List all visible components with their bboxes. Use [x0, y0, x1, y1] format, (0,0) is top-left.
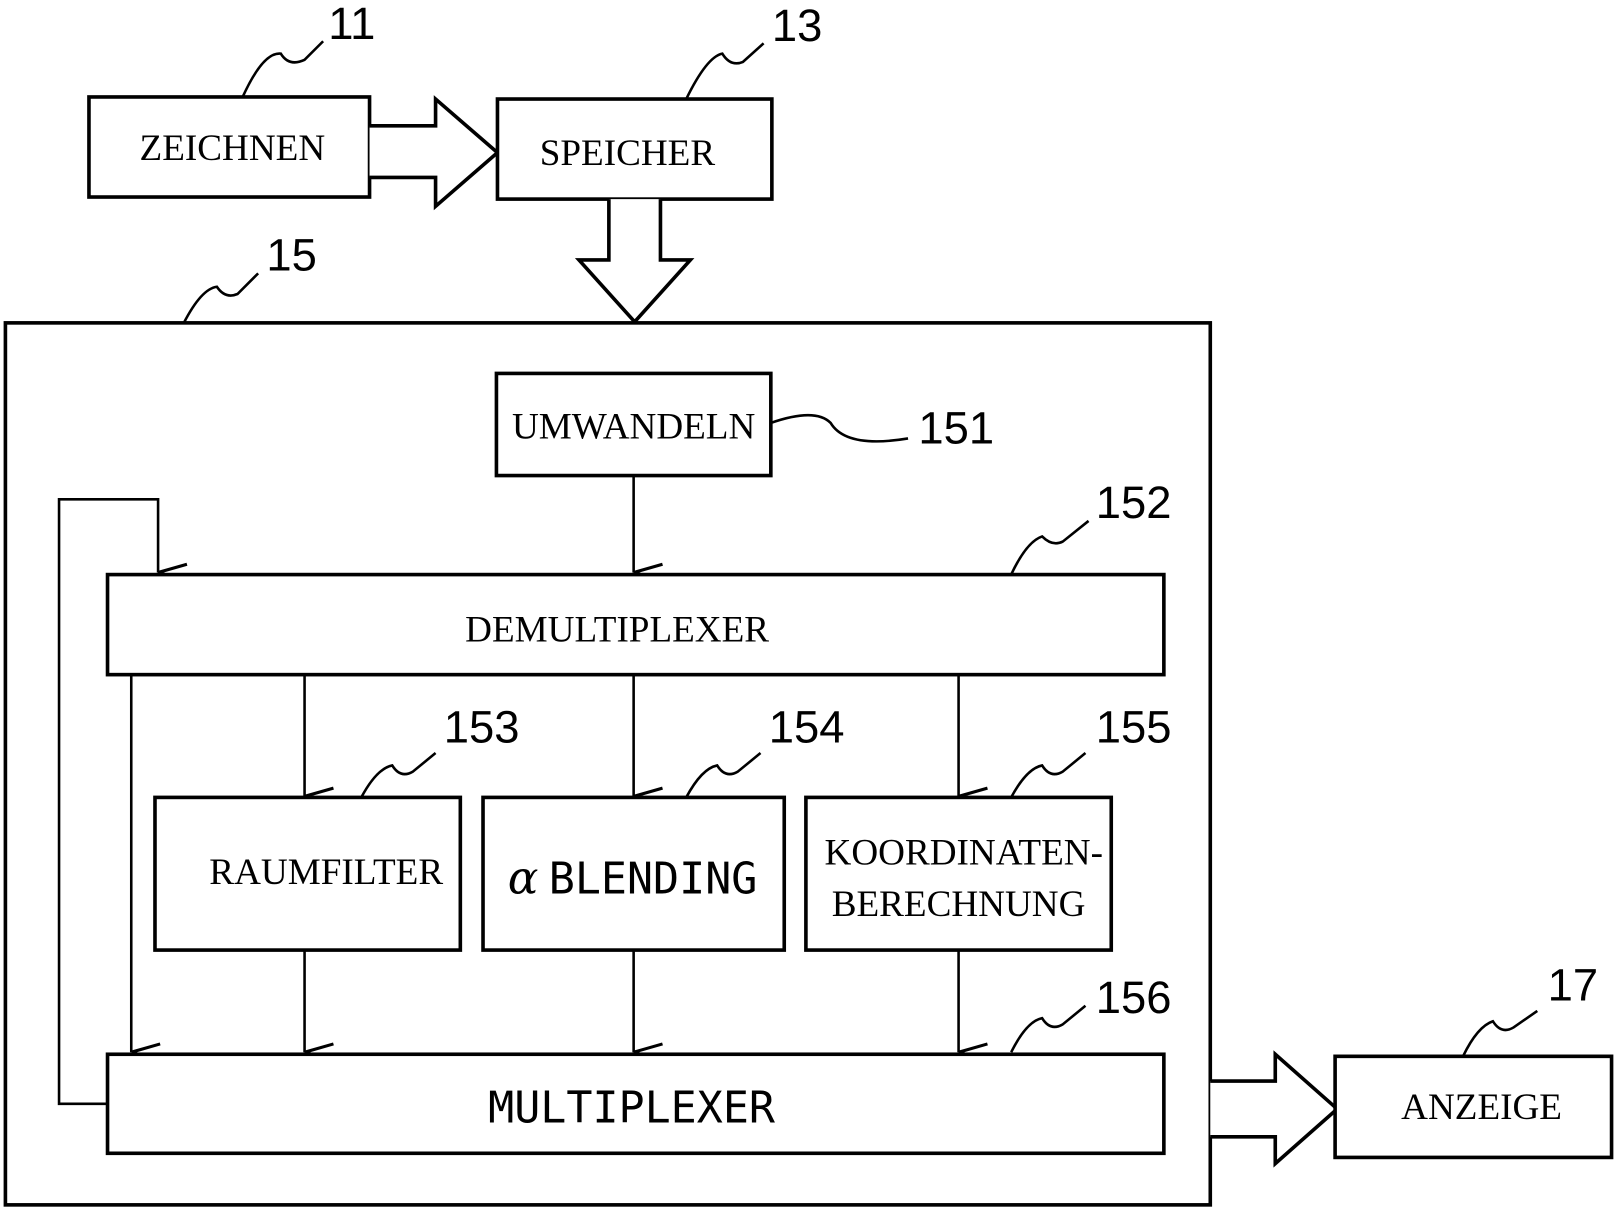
koordinaten-label-line1: KOORDINATEN- [825, 832, 1103, 873]
raumfilter-label: RAUMFILTER [209, 852, 443, 893]
anzeige-label: ANZEIGE [1401, 1087, 1562, 1128]
leader-line-15 [184, 273, 258, 323]
ref-label-13: 13 [772, 0, 822, 51]
ref-label-15: 15 [266, 229, 316, 280]
ref-label-156: 156 [1096, 972, 1172, 1023]
multiplexer-block: MULTIPLEXER [108, 1054, 1164, 1153]
demultiplexer-label: DEMULTIPLEXER [465, 610, 769, 651]
leader-line-11 [243, 41, 323, 97]
umwandeln-label: UMWANDELN [512, 406, 755, 447]
raumfilter-block: RAUMFILTER [155, 797, 460, 950]
anzeige-block: ANZEIGE [1335, 1056, 1611, 1157]
ref-label-17: 17 [1548, 960, 1598, 1011]
speicher-label: SPEICHER [540, 133, 716, 174]
ref-label-151: 151 [918, 403, 994, 454]
ref-label-152: 152 [1096, 477, 1172, 528]
leader-line-13 [686, 43, 763, 99]
blending-block: α BLENDING [483, 797, 784, 950]
zeichnen-block: ZEICHNEN [89, 97, 370, 197]
hollow-arrow-zeichnen-speicher [370, 99, 498, 206]
demultiplexer-block: DEMULTIPLEXER [108, 575, 1164, 675]
hollow-arrow-speicher-processor [579, 199, 690, 322]
speicher-block: SPEICHER [497, 99, 771, 199]
ref-label-11: 11 [328, 0, 375, 49]
zeichnen-label: ZEICHNEN [140, 128, 326, 169]
multiplexer-label: MULTIPLEXER [488, 1083, 776, 1133]
alpha-symbol: α [508, 851, 539, 904]
ref-label-155: 155 [1096, 702, 1172, 753]
umwandeln-block: UMWANDELN [496, 373, 770, 475]
koordinaten-label-line2: BERECHNUNG [832, 884, 1086, 925]
leader-line-17 [1463, 1011, 1537, 1056]
hollow-arrow-processor-anzeige [1210, 1054, 1337, 1163]
koordinaten-block: KOORDINATEN- BERECHNUNG [806, 797, 1111, 950]
ref-label-154: 154 [769, 702, 845, 753]
ref-label-153: 153 [444, 702, 520, 753]
